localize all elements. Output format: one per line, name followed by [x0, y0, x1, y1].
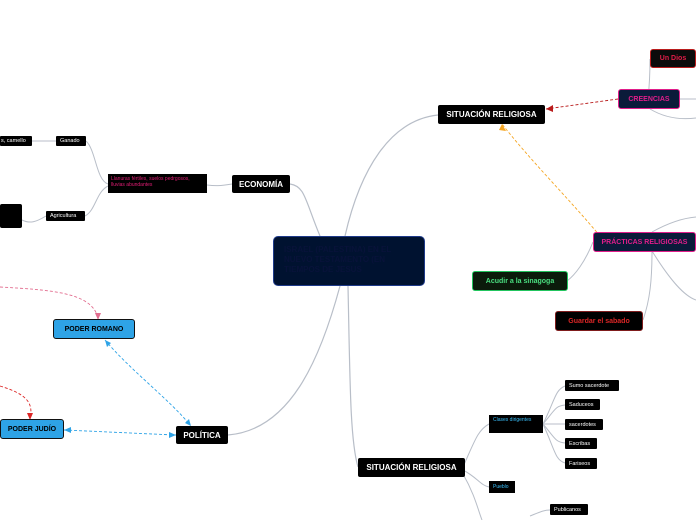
central-topic[interactable]: ISRAEL (PALESTINA) EN EL NUEVO TESTAMENT… — [273, 236, 425, 286]
llanuras-node[interactable]: Llanuras fértiles, suelos pedrgosos, llu… — [108, 174, 207, 193]
situacion-religiosa-top-node[interactable]: SITUACIÓN RELIGIOSA — [438, 105, 545, 124]
guardar-sabado-node[interactable]: Guardar el sabado — [555, 311, 643, 331]
agricultura-node[interactable]: Agricultura — [46, 211, 85, 221]
poder-romano-node[interactable]: PODER ROMANO — [53, 319, 135, 339]
poder-judio-node[interactable]: PODER JUDÍO — [0, 419, 64, 439]
publicanos-node[interactable]: Publicanos — [550, 504, 588, 515]
fariseos-node[interactable]: Fariseos — [565, 458, 597, 469]
saduceos-node[interactable]: Saduceos — [565, 399, 600, 410]
economia-node[interactable]: ECONOMÍA — [232, 175, 290, 193]
agricultura-child-node[interactable] — [0, 204, 22, 228]
creencias-node[interactable]: CREENCIAS — [618, 89, 680, 109]
pueblo-node[interactable]: Pueblo — [489, 481, 515, 493]
ganado-node[interactable]: Ganado — [56, 136, 86, 146]
clases-dirigentes-node[interactable]: Clases dirigentes — [489, 415, 543, 433]
sumo-sacerdote-node[interactable]: Sumo sacerdote — [565, 380, 619, 391]
un-dios-node[interactable]: Un Dios — [650, 49, 696, 68]
sacerdotes-node[interactable]: sacerdotes — [565, 419, 603, 430]
camello-node[interactable]: s, camello — [0, 136, 32, 146]
escribas-node[interactable]: Escribas — [565, 438, 597, 449]
practicas-religiosas-node[interactable]: PRÁCTICAS RELIGIOSAS — [593, 232, 696, 252]
acudir-sinagoga-node[interactable]: Acudir a la sinagoga — [472, 271, 568, 291]
situacion-religiosa-bottom-node[interactable]: SITUACIÓN RELIGIOSA — [358, 458, 465, 477]
politica-node[interactable]: POLÍTICA — [176, 426, 228, 444]
